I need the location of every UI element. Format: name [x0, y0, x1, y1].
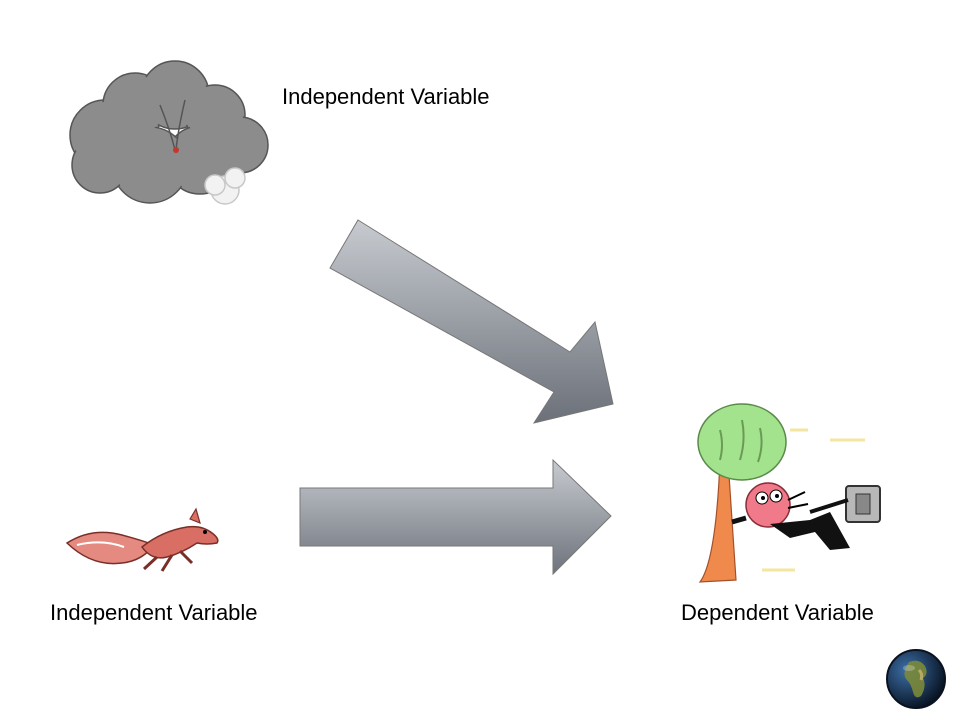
squirrel-icon [65, 507, 219, 572]
storm-cloud-icon [69, 60, 269, 205]
globe-icon [886, 649, 946, 709]
squirrel-variable-label: Independent Variable [50, 600, 258, 625]
result-variable-label: Dependent Variable [681, 600, 874, 625]
cloud-variable-label: Independent Variable [282, 84, 490, 109]
windblown-person-icon [697, 403, 881, 583]
